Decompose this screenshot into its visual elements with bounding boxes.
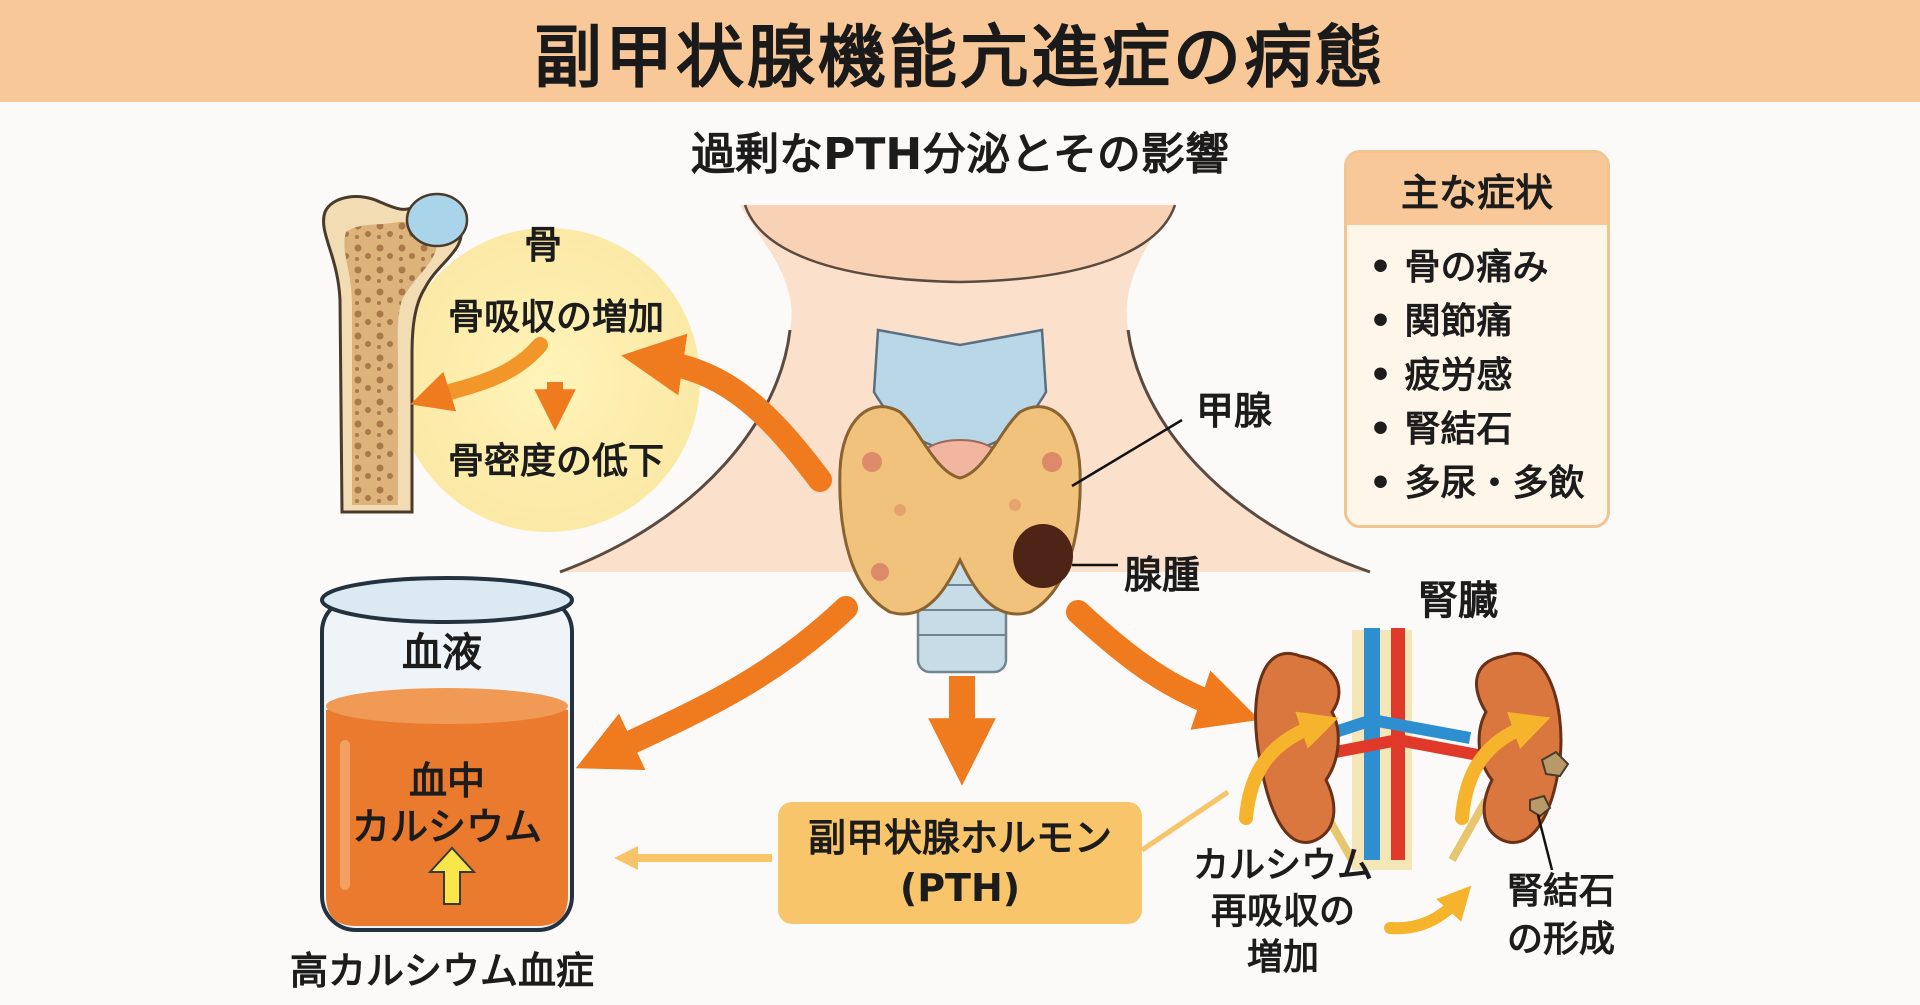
symptom-item: 疲労感 [1369,349,1607,403]
beaker-icon [320,576,574,932]
thyroid-leader-line [1071,418,1183,488]
reabsorption-line2: 再吸収の [1210,891,1355,932]
hormone-name: 副甲状腺ホルモン [807,816,1112,860]
title-bar: 副甲状腺機能亢進症の病態 [0,0,1920,102]
page-title: 副甲状腺機能亢進症の病態 [533,18,1386,98]
kidney-stone-line2: の形成 [1506,919,1615,960]
arrow-kidney-bottom [1384,885,1472,935]
arrow-to-kidney [1066,600,1260,730]
kidney-label: 腎臓 [1418,578,1498,624]
arrow-to-bone [621,333,832,492]
up-arrow-icon-body [427,846,477,905]
arrow-bone-resorption [410,337,548,412]
subtitle: 過剰なPTH分泌とその影響 [691,129,1229,180]
stone-leader-line [1536,814,1554,871]
arrow-to-blood [575,596,858,771]
symptoms-box: 主な症状 骨の痛み 関節痛 疲労感 腎結石 多尿・多飲 [1344,150,1610,528]
symptom-item: 骨の痛み [1369,241,1607,295]
reabsorption-line3: 増加 [1246,937,1319,978]
symptom-item: 多尿・多飲 [1369,457,1607,511]
symptoms-heading: 主な症状 [1347,153,1607,225]
hormone-kidney-connector [1140,789,1230,853]
arrow-kidney-right [1455,711,1551,825]
bone-glow [396,228,700,532]
adenoma-icon [1013,524,1073,588]
bone-label: 骨 [524,223,563,267]
kidney-stone-line1: 腎結石 [1506,871,1615,912]
reabsorption-line1: カルシウム [1192,845,1373,886]
hormone-box: 副甲状腺ホルモン (PTH) [778,802,1142,924]
hypercalcemia-caption: 高カルシウム血症 [290,949,595,993]
kidney-icon [1254,628,1563,870]
arrow-kidney-left [1239,711,1339,825]
blood-label: 血液 [402,630,482,676]
blood-calcium-line2: カルシウム [351,805,542,849]
blood-calcium-line1: 血中 [408,759,485,803]
bone-effect-density: 骨密度の低下 [448,441,665,482]
adenoma-label: 腺腫 [1124,553,1201,597]
bone-icon [322,192,469,514]
symptom-item: 関節痛 [1369,295,1607,349]
kidney-stone-icon-2 [1529,794,1552,818]
kidney-stone-icon [1540,750,1570,778]
hormone-abbrev: (PTH) [899,866,1021,910]
symptom-item: 腎結石 [1369,403,1607,457]
thyroid-label: 甲腺 [1196,389,1273,433]
bone-effect-resorption: 骨吸収の増加 [448,297,665,338]
symptoms-list: 骨の痛み 関節痛 疲労感 腎結石 多尿・多飲 [1347,225,1607,511]
